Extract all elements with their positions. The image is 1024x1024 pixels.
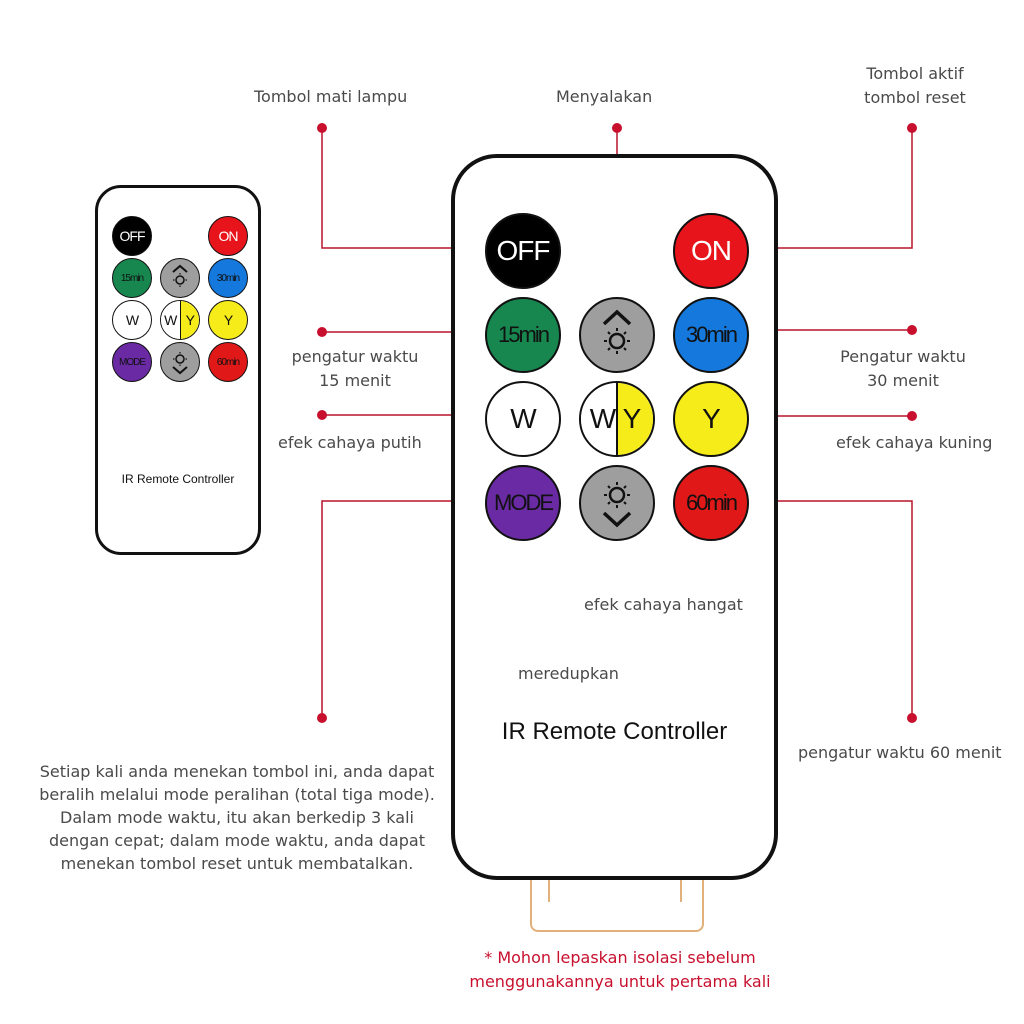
30min-button[interactable]: 30min bbox=[673, 297, 749, 373]
leader-mode bbox=[321, 500, 486, 718]
small-15min-button[interactable]: 15min bbox=[112, 258, 152, 298]
label-warm: efek cahaya hangat bbox=[584, 595, 743, 614]
label-30min: Pengatur waktu 30 menit bbox=[828, 345, 978, 393]
dot-w bbox=[317, 410, 327, 420]
label-on-line1: Tombol aktif bbox=[866, 64, 964, 83]
battery-isolation-tab[interactable] bbox=[530, 880, 704, 932]
label-15min-line1: pengatur waktu bbox=[291, 347, 419, 366]
60min-button[interactable]: 60min bbox=[673, 465, 749, 541]
tab-left-edge bbox=[548, 880, 550, 902]
label-dim: meredupkan bbox=[518, 664, 619, 683]
label-30min-line2: 30 menit bbox=[867, 371, 939, 390]
warning-note: * Mohon lepaskan isolasi sebelum menggun… bbox=[450, 946, 790, 994]
small-brightness-up-icon bbox=[172, 264, 188, 287]
wy-button[interactable]: W Y bbox=[579, 381, 655, 457]
brightness-up-button[interactable] bbox=[579, 297, 655, 373]
dot-60min bbox=[907, 713, 917, 723]
label-white: efek cahaya putih bbox=[278, 433, 422, 452]
label-up: Menyalakan bbox=[556, 87, 653, 106]
dot-15min bbox=[317, 327, 327, 337]
small-remote-caption: IR Remote Controller bbox=[121, 472, 235, 486]
off-button[interactable]: OFF bbox=[485, 213, 561, 289]
mode-button[interactable]: MODE bbox=[485, 465, 561, 541]
leader-off bbox=[321, 128, 486, 249]
wy-w: W bbox=[581, 383, 618, 455]
remote-caption: IR Remote Controller bbox=[501, 718, 728, 745]
small-brightness-down-button[interactable] bbox=[160, 342, 200, 382]
on-button[interactable]: ON bbox=[673, 213, 749, 289]
dot-off bbox=[317, 123, 327, 133]
label-off: Tombol mati lampu bbox=[254, 87, 408, 106]
label-yellow: efek cahaya kuning bbox=[836, 433, 993, 452]
tab-right-edge bbox=[680, 880, 682, 902]
warning-line1: * Mohon lepaskan isolasi sebelum bbox=[484, 948, 756, 967]
small-wy-button[interactable]: W Y bbox=[160, 300, 200, 340]
small-wy-w: W bbox=[161, 301, 181, 339]
leader-on bbox=[748, 128, 913, 249]
leader-60min bbox=[748, 500, 913, 718]
label-on: Tombol aktif tombol reset bbox=[855, 62, 975, 110]
brightness-down-icon bbox=[602, 482, 632, 528]
warning-line2: menggunakannya untuk pertama kali bbox=[469, 972, 771, 991]
small-brightness-down-icon bbox=[172, 352, 188, 375]
dot-mode bbox=[317, 713, 327, 723]
brightness-down-button[interactable] bbox=[579, 465, 655, 541]
small-30min-button[interactable]: 30min bbox=[208, 258, 248, 298]
dot-30min bbox=[907, 325, 917, 335]
label-15min: pengatur waktu 15 menit bbox=[280, 345, 430, 393]
small-remote: OFF ON 15min 30min W W Y Y MODE 60 bbox=[95, 185, 261, 555]
small-60min-button[interactable]: 60min bbox=[208, 342, 248, 382]
small-w-button[interactable]: W bbox=[112, 300, 152, 340]
large-remote: OFF ON 15min 30min W W Y Y MODE bbox=[451, 154, 778, 880]
small-y-button[interactable]: Y bbox=[208, 300, 248, 340]
small-on-button[interactable]: ON bbox=[208, 216, 248, 256]
label-15min-line2: 15 menit bbox=[319, 371, 391, 390]
label-30min-line1: Pengatur waktu bbox=[840, 347, 966, 366]
15min-button[interactable]: 15min bbox=[485, 297, 561, 373]
brightness-up-icon bbox=[602, 309, 632, 354]
small-brightness-up-button[interactable] bbox=[160, 258, 200, 298]
small-off-button[interactable]: OFF bbox=[112, 216, 152, 256]
y-button[interactable]: Y bbox=[673, 381, 749, 457]
small-mode-button[interactable]: MODE bbox=[112, 342, 152, 382]
small-wy-y: Y bbox=[180, 301, 199, 339]
dot-y bbox=[907, 411, 917, 421]
label-on-line2: tombol reset bbox=[864, 88, 966, 107]
wy-y: Y bbox=[618, 383, 653, 455]
dot-up bbox=[612, 123, 622, 133]
w-button[interactable]: W bbox=[485, 381, 561, 457]
label-60min: pengatur waktu 60 menit bbox=[798, 743, 1002, 762]
dot-on bbox=[907, 123, 917, 133]
label-mode-description: Setiap kali anda menekan tombol ini, and… bbox=[39, 762, 435, 873]
